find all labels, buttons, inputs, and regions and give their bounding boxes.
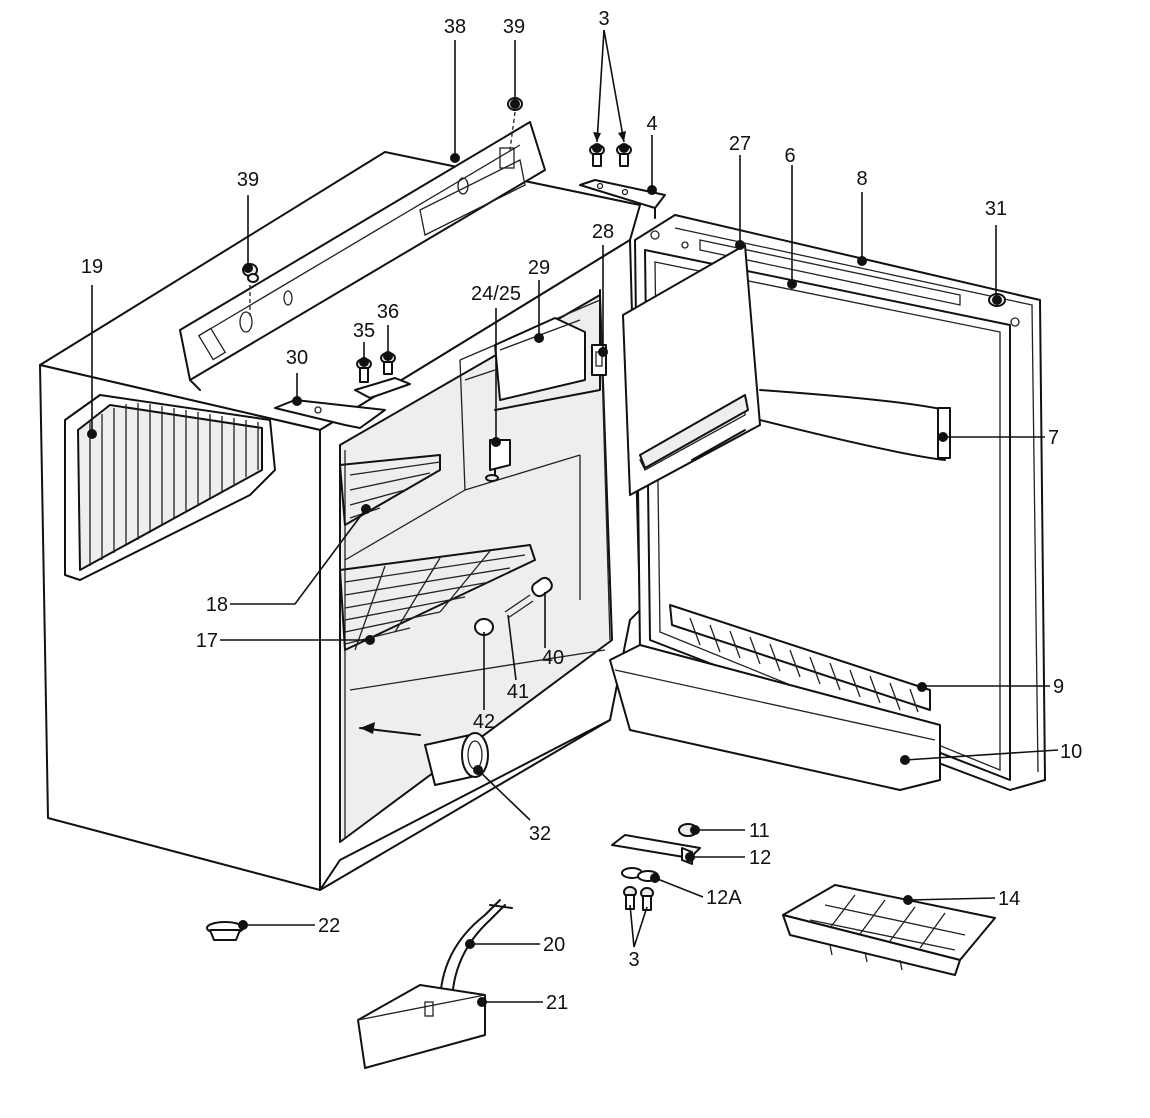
top-hinge xyxy=(579,179,666,219)
label-39-right: 39 xyxy=(503,16,525,38)
label-40: 40 xyxy=(542,647,564,669)
drain-spring-41 xyxy=(504,594,534,619)
callout-labels: 38 39 39 3 4 27 6 8 31 19 28 29 24/25 36… xyxy=(81,8,1082,1014)
label-17: 17 xyxy=(196,630,218,652)
hinge-pin-assembly xyxy=(485,439,511,482)
freezer-compartment xyxy=(464,289,601,411)
condenser-fins xyxy=(64,394,276,581)
label-22: 22 xyxy=(318,915,340,937)
label-24-25: 24/25 xyxy=(471,283,521,305)
thermostat-knob xyxy=(359,722,489,786)
label-11: 11 xyxy=(749,820,770,842)
label-36: 36 xyxy=(377,301,399,323)
left-hinge xyxy=(274,377,411,429)
label-4: 4 xyxy=(646,113,657,135)
ice-tray xyxy=(782,884,996,976)
callout-dots xyxy=(87,99,1002,1007)
label-14: 14 xyxy=(998,888,1020,910)
label-19: 19 xyxy=(81,256,103,278)
label-27: 27 xyxy=(729,133,751,155)
label-21: 21 xyxy=(546,992,568,1014)
label-32: 32 xyxy=(529,823,551,845)
lower-wire-shelf xyxy=(339,544,536,651)
lower-hinge-screws xyxy=(623,886,654,911)
label-7: 7 xyxy=(1048,427,1059,449)
label-42: 42 xyxy=(473,711,495,733)
label-3-bottom: 3 xyxy=(628,949,639,971)
label-28: 28 xyxy=(592,221,614,243)
label-41: 41 xyxy=(507,681,529,703)
label-20: 20 xyxy=(543,934,565,956)
label-3-top: 3 xyxy=(598,8,609,30)
label-9: 9 xyxy=(1053,676,1064,698)
label-39-left: 39 xyxy=(237,169,259,191)
label-6: 6 xyxy=(784,145,795,167)
label-18: 18 xyxy=(206,594,228,616)
leader-arrows xyxy=(593,131,626,142)
label-31: 31 xyxy=(985,198,1007,220)
freezer-door xyxy=(622,244,761,496)
label-38: 38 xyxy=(444,16,466,38)
label-30: 30 xyxy=(286,347,308,369)
label-12a: 12A xyxy=(706,887,742,909)
door-shelf-rail xyxy=(669,604,931,713)
leader-lines xyxy=(91,29,1059,1003)
drain-cap-40 xyxy=(531,576,553,598)
label-10: 10 xyxy=(1060,741,1082,763)
label-8: 8 xyxy=(856,168,867,190)
label-29: 29 xyxy=(528,257,550,279)
drip-cup xyxy=(206,921,244,941)
drip-tray xyxy=(357,984,486,1069)
label-35: 35 xyxy=(353,320,375,342)
door-shelf-bin xyxy=(609,644,941,791)
control-panel xyxy=(179,111,546,391)
label-12: 12 xyxy=(749,847,771,869)
